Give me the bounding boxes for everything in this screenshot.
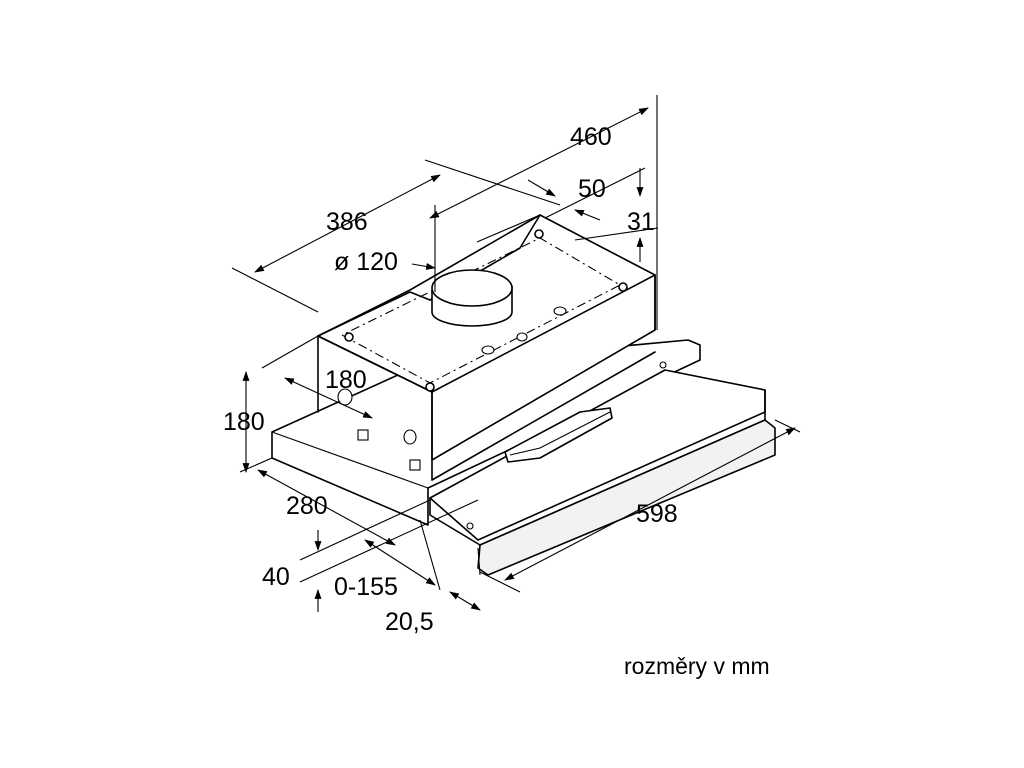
dim-label-280: 280	[286, 492, 328, 520]
dim-line-0-155	[364, 539, 436, 586]
dim-label-460: 460	[570, 123, 612, 151]
exhaust-duct	[431, 269, 513, 327]
units-caption: rozměry v mm	[624, 653, 770, 679]
screw-hole	[344, 332, 354, 342]
screw-hole	[618, 282, 628, 292]
dim-line-460	[429, 107, 649, 219]
dim-line-280	[257, 469, 396, 546]
screw-hole	[425, 382, 435, 392]
dim-label-50: 50	[578, 175, 606, 203]
dim-line-180-depth	[284, 377, 373, 419]
dim-label-20-5: 20,5	[385, 608, 434, 636]
screw-hole	[534, 229, 544, 239]
dim-line-386	[254, 174, 441, 273]
dim-line-598	[504, 427, 796, 581]
dim-label-598: 598	[636, 500, 678, 528]
dim-label-40: 40	[262, 563, 290, 591]
dim-label-31: 31	[627, 208, 655, 236]
dim-label-180-depth: 180	[325, 366, 367, 394]
dim-label-180-height: 180	[223, 408, 265, 436]
dim-label-diameter-120: ø 120	[334, 248, 398, 276]
dim-label-386: 386	[326, 208, 368, 236]
dimension-lines	[231, 95, 801, 612]
dimension-labels: 460 386 50 31 ø 120 180 180 280 40 0-155…	[223, 123, 678, 636]
dim-label-0-155: 0-155	[334, 573, 398, 601]
